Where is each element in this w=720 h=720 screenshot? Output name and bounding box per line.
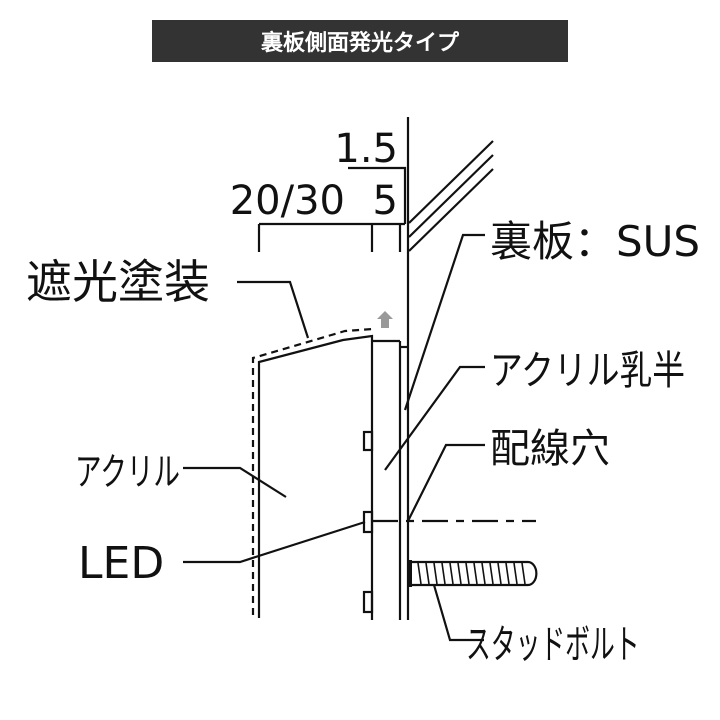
wall-hatch [408, 140, 494, 252]
bolt-thread [417, 562, 422, 585]
label-acrylic: アクリル [75, 450, 180, 494]
acrylic-body [257, 334, 374, 620]
dim-gap: 5 [373, 178, 398, 224]
bolt-thread [481, 562, 486, 585]
bolt-thread [521, 562, 526, 585]
bolt-thread [449, 562, 454, 585]
stud-bolt [408, 560, 538, 587]
label-stud-bolt: スタッドボルト [466, 621, 640, 668]
leader-lines [183, 233, 485, 642]
dim-thickness: 1.5 [334, 126, 398, 172]
label-acrylic-milky: アクリル乳半 [490, 347, 685, 394]
label-led: LED [78, 538, 164, 589]
bolt-thread [505, 562, 510, 585]
dim-depth: 20/30 [230, 178, 345, 224]
bolt-thread [433, 562, 438, 585]
led-modules [362, 430, 374, 614]
bolt-thread [489, 562, 494, 585]
bolt-thread [457, 562, 462, 585]
label-back-plate: 裏板：SUS [490, 217, 700, 266]
label-wiring-hole: 配線穴 [490, 426, 610, 472]
label-shading-paint: 遮光塗装 [26, 255, 210, 309]
bolt-thread [513, 562, 518, 585]
bolt-thread [441, 562, 446, 585]
title-bar [152, 20, 568, 62]
up-arrow-icon [377, 311, 393, 328]
bolt-thread [473, 562, 478, 585]
title: 裏板側面発光タイプ [261, 30, 460, 56]
shading-paint-dashed [251, 327, 374, 615]
bolt-thread [425, 562, 430, 585]
bolt-thread [465, 562, 470, 585]
dimension-lines [257, 166, 407, 252]
bolt-thread [497, 562, 502, 585]
